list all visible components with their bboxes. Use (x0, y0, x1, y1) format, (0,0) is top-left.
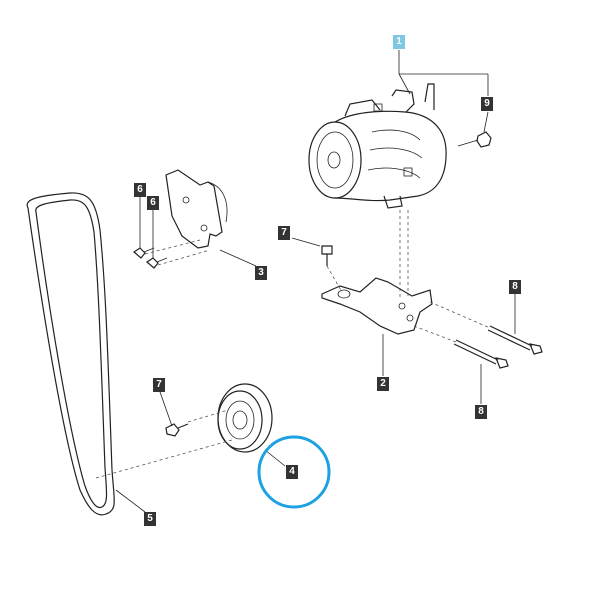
callout-6b[interactable]: 6 (147, 196, 159, 210)
callout-9[interactable]: 9 (481, 97, 493, 111)
bolt-6b[interactable] (146, 257, 168, 269)
bolt-7b[interactable] (165, 423, 189, 437)
callout-2[interactable]: 2 (377, 377, 389, 391)
compressor[interactable] (308, 83, 447, 209)
callout-5[interactable]: 5 (144, 512, 156, 526)
callout-7b[interactable]: 7 (153, 378, 165, 392)
callout-7a[interactable]: 7 (278, 226, 290, 240)
pulley-4[interactable] (217, 383, 273, 453)
callout-3[interactable]: 3 (255, 266, 267, 280)
bolt-8b[interactable] (453, 339, 509, 369)
leader-lines (115, 50, 516, 513)
callout-8a[interactable]: 8 (509, 280, 521, 294)
bolt-6a[interactable] (133, 247, 155, 259)
bolt-8a[interactable] (487, 325, 543, 355)
nut-9[interactable] (457, 131, 492, 148)
bolt-7a[interactable] (321, 245, 333, 266)
mount-bracket-2[interactable] (321, 277, 433, 335)
assembly-lines (95, 210, 491, 479)
highlight-circle (257, 435, 331, 509)
callout-4[interactable]: 4 (286, 465, 298, 479)
callout-1[interactable]: 1 (393, 35, 405, 49)
callout-6a[interactable]: 6 (134, 183, 146, 197)
callout-8b[interactable]: 8 (475, 405, 487, 419)
bracket-3[interactable] (165, 169, 228, 249)
drive-belt[interactable] (26, 192, 115, 516)
